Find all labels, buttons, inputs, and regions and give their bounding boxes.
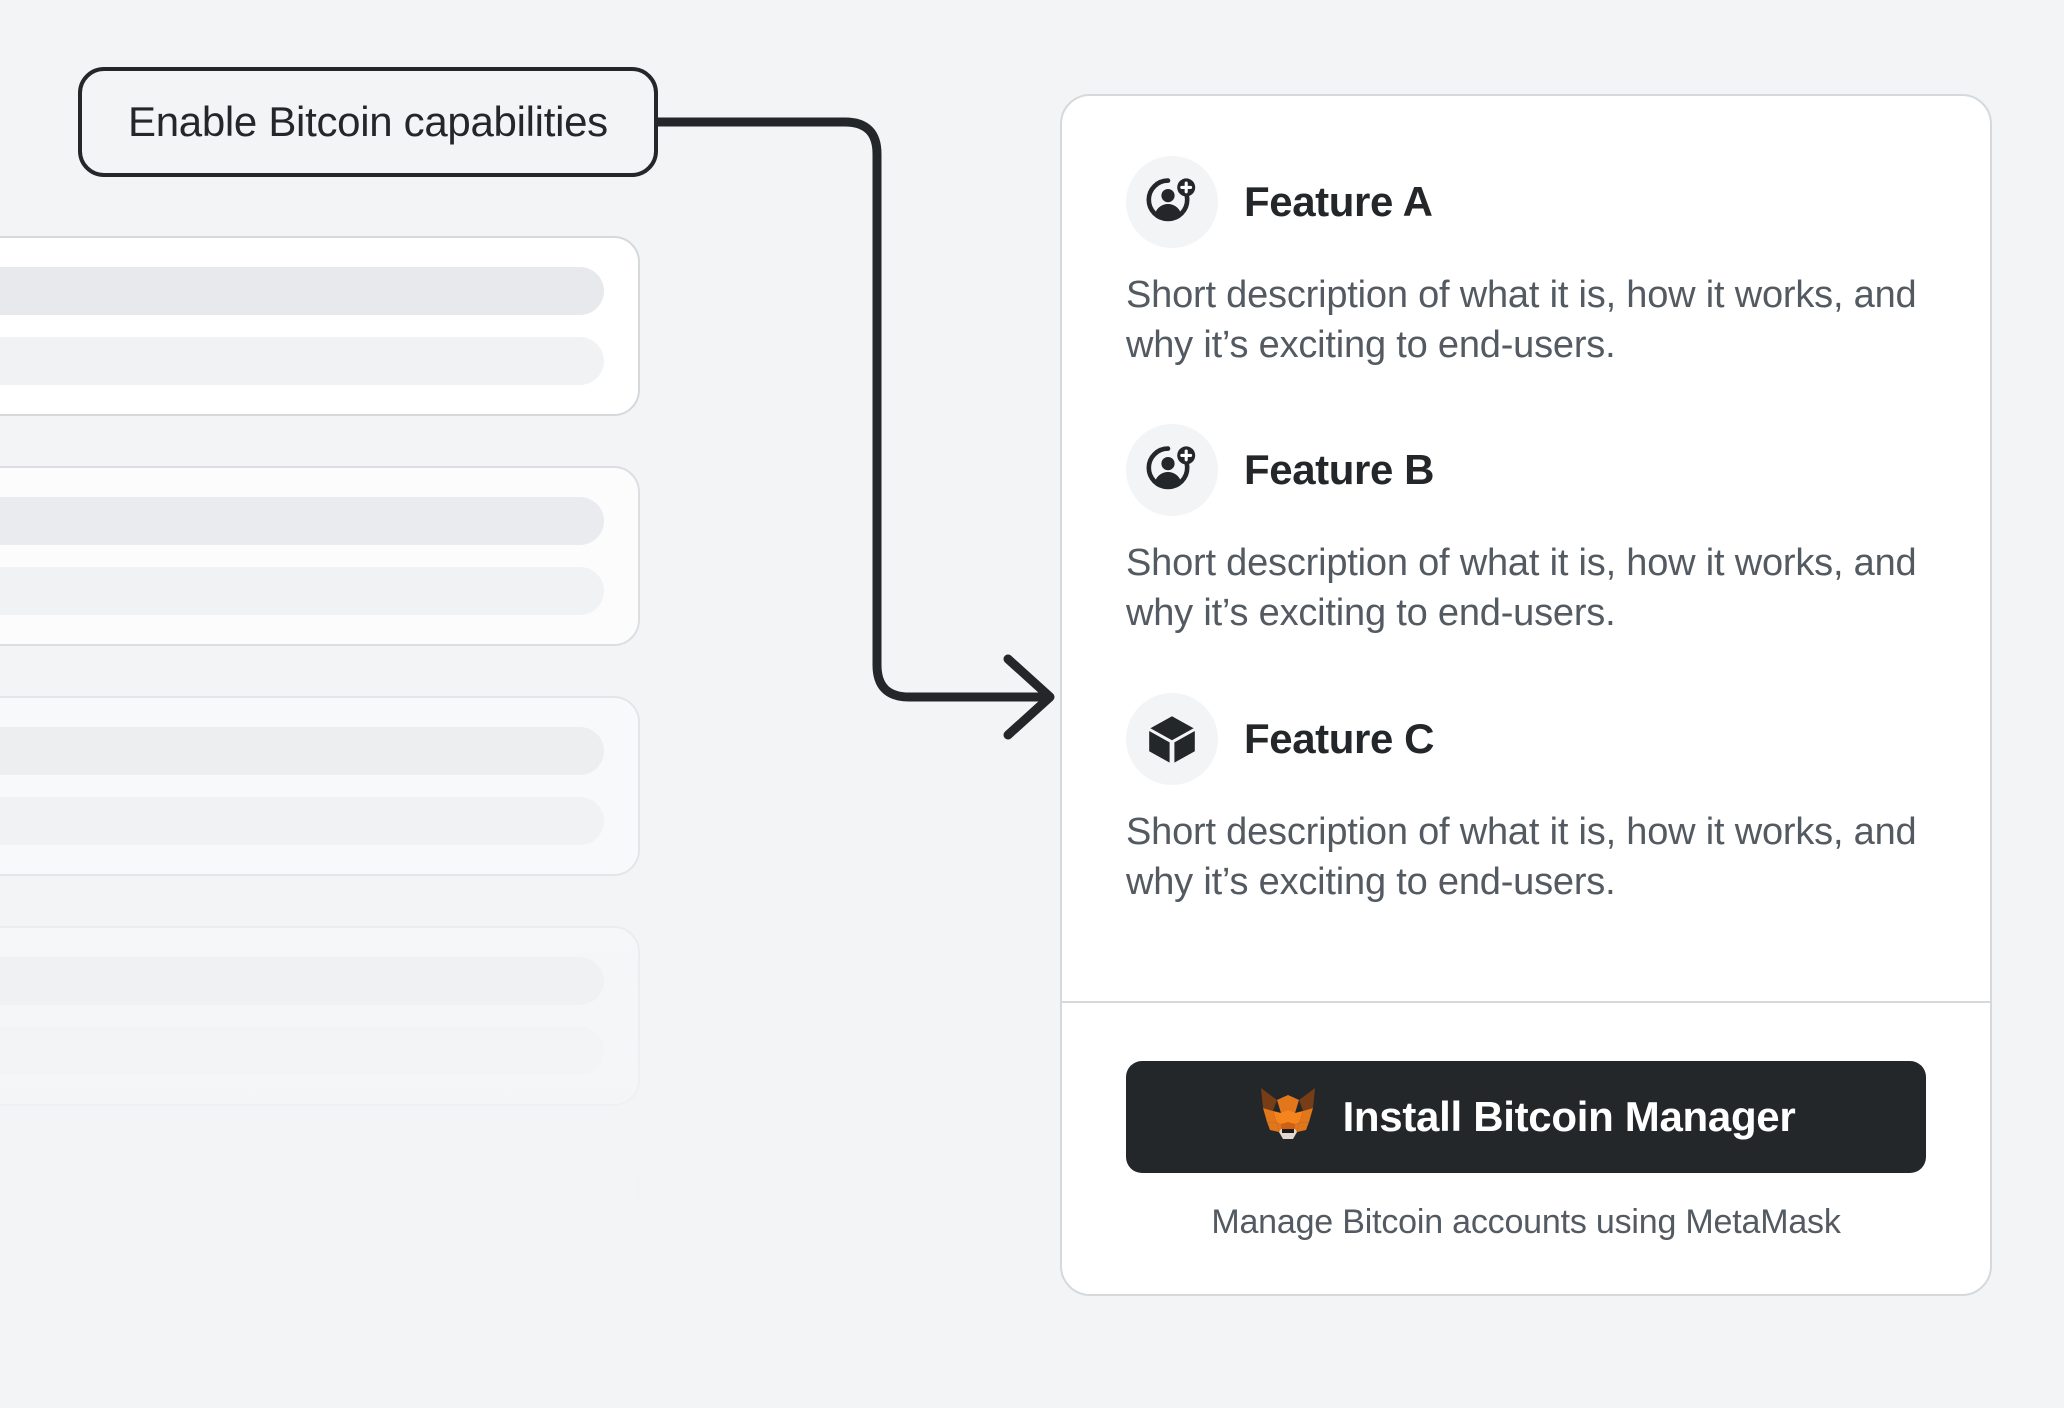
skeleton-bar-primary — [0, 497, 604, 545]
feature-title: Feature B — [1244, 446, 1435, 494]
skeleton-card — [0, 926, 640, 1106]
feature-title: Feature A — [1244, 178, 1433, 225]
skeleton-bar-primary — [0, 957, 604, 1005]
skeleton-card — [0, 696, 640, 876]
skeleton-placeholder-column — [0, 236, 640, 1408]
skeleton-bar-secondary — [0, 567, 604, 615]
skeleton-card — [0, 236, 640, 416]
feature-card: Feature A Short description of what it i… — [1060, 94, 1992, 1296]
install-bitcoin-manager-button[interactable]: Install Bitcoin Manager — [1126, 1061, 1926, 1173]
skeleton-bar-secondary — [0, 1257, 604, 1305]
feature-item-c: Feature C Short description of what it i… — [1126, 692, 1926, 907]
feature-header: Feature C — [1126, 692, 1926, 785]
feature-item-a: Feature A Short description of what it i… — [1126, 156, 1926, 370]
feature-header: Feature B — [1126, 424, 1926, 517]
skeleton-card — [0, 466, 640, 646]
install-button-label: Install Bitcoin Manager — [1342, 1093, 1796, 1140]
skeleton-bar-secondary — [0, 337, 604, 385]
feature-description: Short description of what it is, how it … — [1126, 810, 1917, 903]
feature-item-b: Feature B Short description of what it i… — [1126, 424, 1926, 638]
user-plus-icon — [1126, 156, 1218, 248]
skeleton-bar-primary — [0, 727, 604, 775]
feature-title: Feature C — [1244, 714, 1435, 762]
card-footer: Install Bitcoin Manager Manage Bitcoin a… — [1062, 1003, 1990, 1294]
connector-path — [625, 117, 1051, 702]
user-plus-icon — [1126, 424, 1218, 517]
feature-header: Feature A — [1126, 156, 1926, 248]
feature-description: Short description of what it is, how it … — [1126, 274, 1917, 367]
install-caption: Manage Bitcoin accounts using MetaMask — [1211, 1203, 1841, 1241]
skeleton-bar-primary — [0, 1187, 604, 1235]
skeleton-bar-secondary — [0, 1027, 604, 1075]
callout-label: Enable Bitcoin capabilities — [128, 98, 608, 145]
card-divider — [1062, 1001, 1990, 1003]
arrowhead-icon — [1003, 654, 1055, 740]
feature-description: Short description of what it is, how it … — [1126, 542, 1917, 635]
metamask-fox-icon — [1257, 1086, 1319, 1149]
feature-list: Feature A Short description of what it i… — [1062, 96, 1990, 953]
skeleton-bar-primary — [0, 267, 604, 315]
skeleton-bar-secondary — [0, 797, 604, 845]
cube-icon — [1126, 692, 1218, 785]
callout-pill: Enable Bitcoin capabilities — [78, 67, 658, 177]
skeleton-card — [0, 1156, 640, 1336]
